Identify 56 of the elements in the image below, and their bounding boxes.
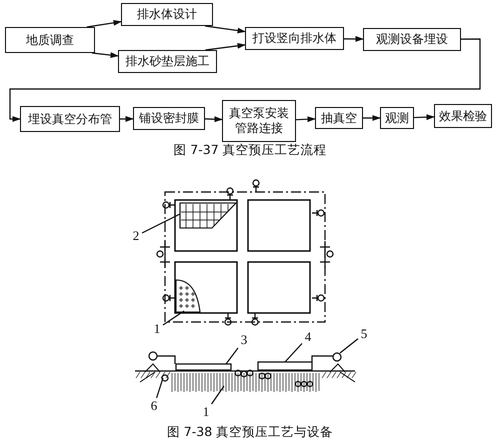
step-text: 埋设真空分布管 bbox=[28, 112, 112, 126]
callout-number: 2 bbox=[132, 228, 140, 244]
step-text: 铺设密封膜 bbox=[139, 111, 199, 126]
leader-line bbox=[211, 386, 224, 404]
process-box bbox=[315, 107, 363, 129]
process-box bbox=[133, 107, 205, 130]
process-box bbox=[222, 100, 296, 142]
process-box bbox=[118, 50, 217, 73]
process-box bbox=[121, 3, 213, 26]
arrow bbox=[344, 36, 364, 42]
callout-number: 5 bbox=[360, 326, 368, 342]
process-box bbox=[20, 106, 120, 132]
step-text: 地质调查 bbox=[26, 32, 74, 48]
leader-line bbox=[142, 213, 180, 234]
process-box bbox=[5, 27, 95, 53]
hatched-area bbox=[179, 202, 238, 229]
arrow bbox=[205, 25, 246, 34]
pipe-symbol bbox=[161, 374, 169, 382]
arrow bbox=[363, 115, 381, 121]
arrow bbox=[9, 38, 481, 122]
leader-line bbox=[284, 343, 302, 362]
arrow bbox=[92, 52, 119, 58]
process-box bbox=[245, 27, 344, 50]
step-text: 观测 bbox=[385, 110, 409, 126]
arrow bbox=[414, 114, 435, 120]
leader-line bbox=[226, 348, 238, 364]
step-text: 抽真空 bbox=[321, 110, 357, 126]
arrow bbox=[204, 116, 223, 122]
callout-number: 1 bbox=[202, 404, 210, 420]
figure-caption: 图 7-37 真空预压工艺流程 bbox=[173, 142, 327, 159]
process-box bbox=[380, 107, 414, 129]
arrow bbox=[296, 116, 316, 122]
arrow bbox=[120, 116, 134, 122]
callout-number: 4 bbox=[304, 328, 312, 346]
step-text: 排水砂垫层施工 bbox=[126, 54, 210, 69]
callout-number: 1 bbox=[154, 320, 160, 338]
step-text: 排水体设计 bbox=[137, 7, 197, 22]
membrane-layer bbox=[175, 363, 232, 371]
step-text: 效果检验 bbox=[439, 108, 487, 124]
process-box bbox=[434, 104, 492, 128]
step-text: 真空泵安装管路连接 bbox=[228, 106, 290, 136]
leader-line bbox=[340, 338, 358, 354]
drain-field bbox=[172, 372, 320, 392]
hatched-area bbox=[175, 279, 201, 313]
figure-caption: 图 7-38 真空预压工艺与设备 bbox=[166, 424, 334, 441]
callout-number: 3 bbox=[240, 332, 248, 348]
process-box bbox=[363, 28, 461, 51]
leader-line bbox=[156, 378, 164, 398]
leader-line bbox=[162, 310, 184, 326]
step-text: 打设竖向排水体 bbox=[252, 31, 336, 46]
step-text: 观测设备埋设 bbox=[376, 32, 448, 47]
pump-symbol bbox=[332, 352, 342, 362]
callout-number: 6 bbox=[150, 398, 158, 414]
cushion-layer bbox=[257, 361, 313, 371]
arrow bbox=[205, 42, 246, 51]
arrow bbox=[86, 20, 122, 28]
